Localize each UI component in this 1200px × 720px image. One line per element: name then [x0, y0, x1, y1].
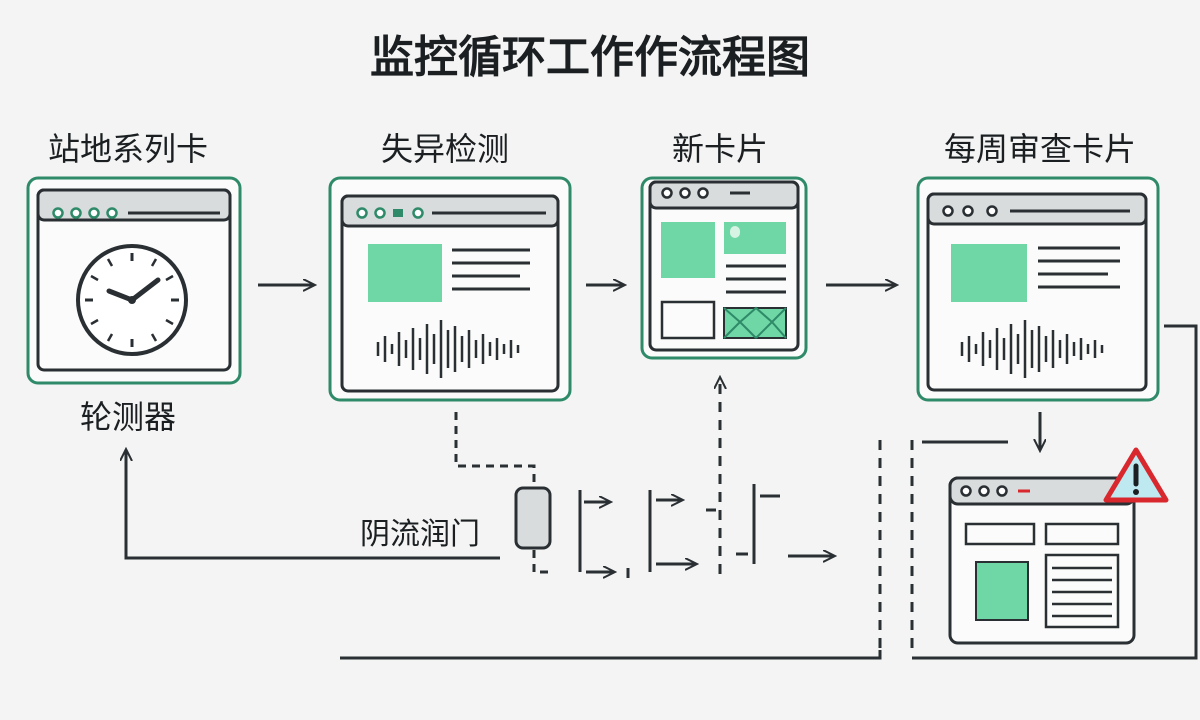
- page-title: 监控循环工作作流程图: [370, 32, 810, 83]
- bottom-return-right: [912, 324, 1198, 660]
- warning-icon: [1103, 447, 1169, 503]
- waveform-icon-review: [960, 320, 1104, 378]
- bottom-return-left: [340, 650, 882, 660]
- connectors: [126, 285, 1198, 660]
- dashed-anomaly-to-valve: [454, 412, 536, 486]
- node-weekly-review: [916, 176, 1160, 402]
- node-new-card: [640, 176, 808, 360]
- node-alert-window: [948, 447, 1169, 645]
- label-anomaly-detection: 失异检测: [381, 130, 509, 168]
- label-new-card: 新卡片: [672, 130, 768, 168]
- dashed-valve-down: [532, 550, 548, 574]
- label-valve: 阴流润门: [360, 517, 480, 552]
- waveform-icon: [376, 320, 520, 378]
- return-line-to-poller: [126, 450, 500, 560]
- label-weekly-review: 每周审查卡片: [944, 130, 1136, 168]
- valve-icon: [514, 486, 552, 550]
- node-anomaly-detection: [328, 176, 572, 402]
- label-poller: 轮测器: [80, 398, 176, 436]
- label-site-cards: 站地系列卡: [48, 130, 208, 168]
- clock-icon: [76, 244, 188, 356]
- node-site-cards: [26, 176, 242, 385]
